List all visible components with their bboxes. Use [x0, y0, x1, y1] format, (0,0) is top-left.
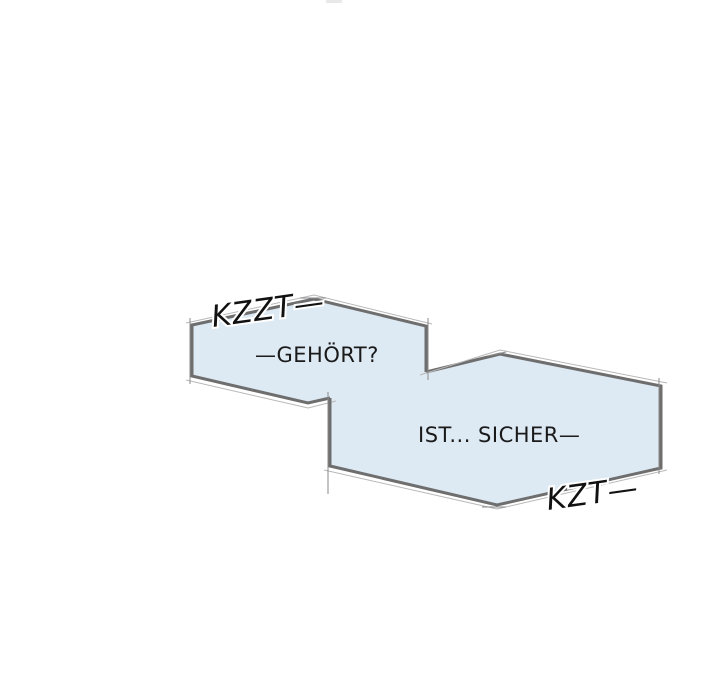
speech-bubble-group	[185, 294, 668, 510]
right-bubble-text: IST... SICHER—	[418, 423, 580, 447]
speech-bubble-fill	[192, 299, 661, 505]
left-bubble-border-sketch	[185, 294, 433, 325]
left-bubble-border	[190, 297, 428, 405]
right-bubble-border-sketch	[419, 349, 668, 384]
right-bubble-border-sketch-bottom	[323, 469, 668, 510]
sketch-tick	[487, 351, 507, 357]
left-bubble-text: —GEHÖRT?	[255, 342, 379, 367]
left-bubble-border-sketch-bottom	[185, 379, 337, 409]
top-edge-mark	[326, 0, 342, 3]
right-bubble-border	[328, 352, 663, 507]
